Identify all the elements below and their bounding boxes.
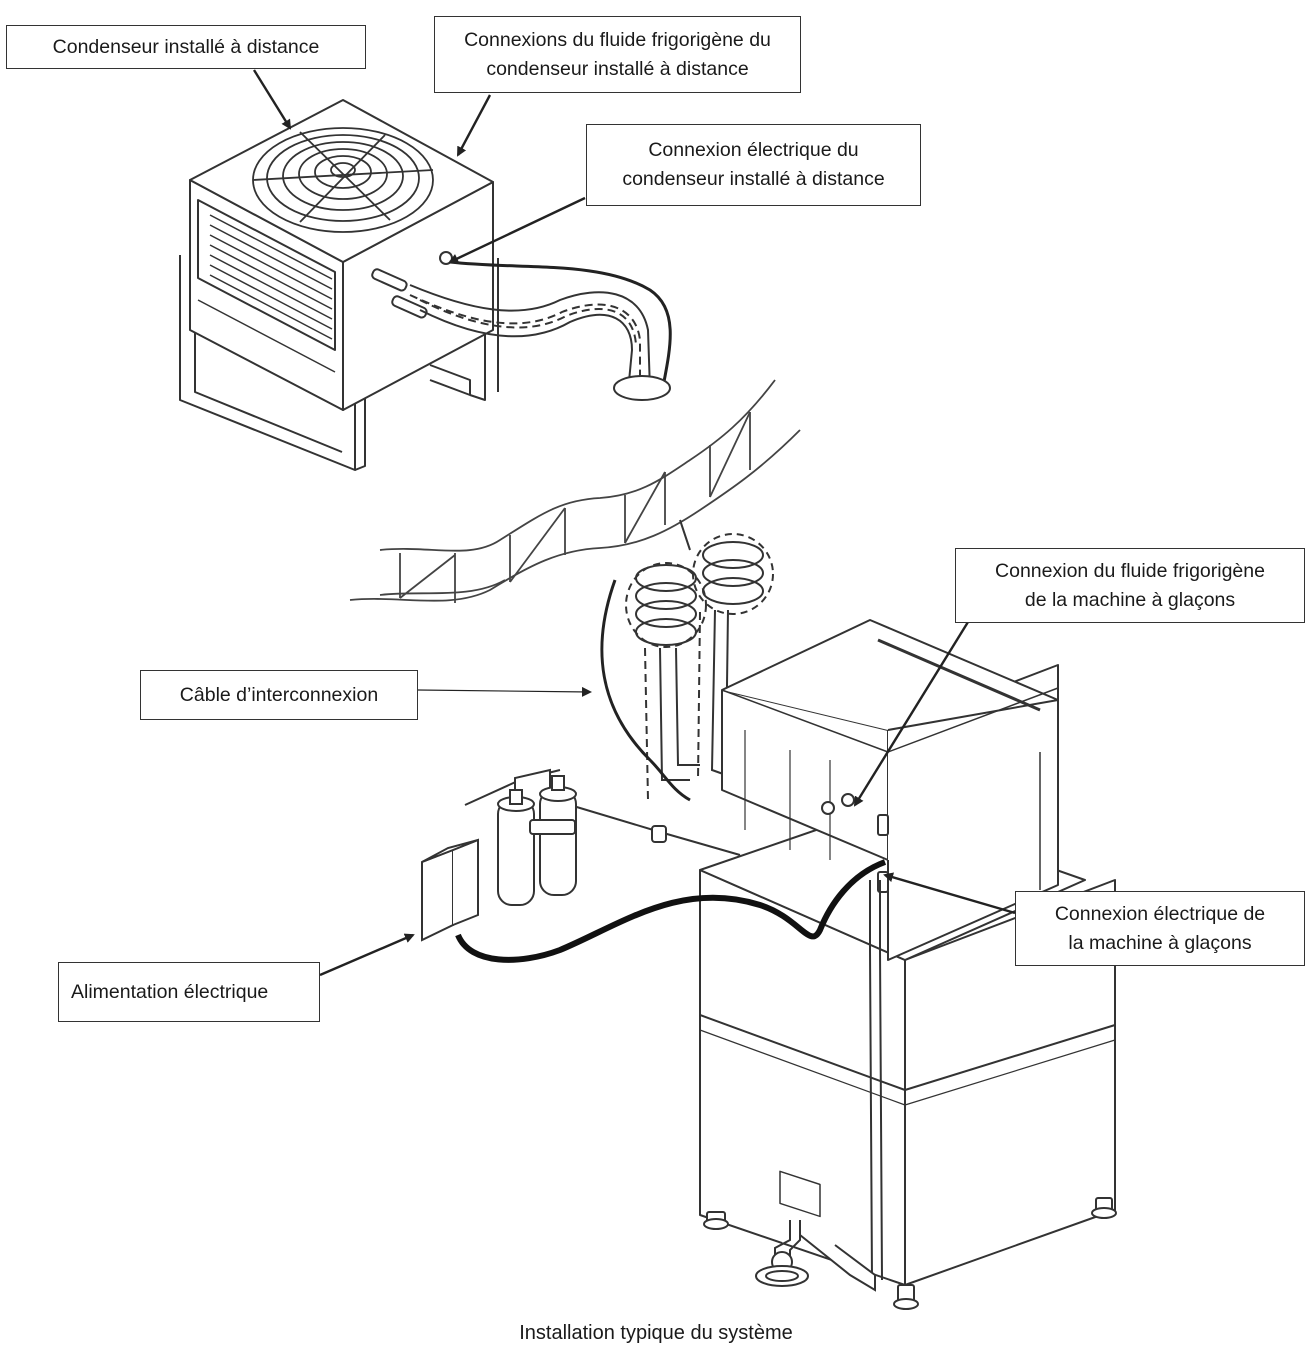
callout-remote-condenser: Condenseur installé à distance xyxy=(6,25,366,69)
figure-caption: Installation typique du système xyxy=(519,1322,793,1344)
arrow-condenser-refrigerant xyxy=(456,94,492,157)
callout-ice-machine-refrigerant-line1: Connexion du fluide frigorigène xyxy=(995,559,1265,582)
callout-ice-machine-refrigerant: Connexion du fluide frigorigène de la ma… xyxy=(955,548,1305,623)
callout-interconnect-cable-text: Câble d’interconnexion xyxy=(179,683,379,706)
interconnect-cable xyxy=(600,579,691,802)
arrow-ice-machine-refrigerant xyxy=(853,621,970,807)
callout-ice-machine-electrical-line1: Connexion électrique de xyxy=(1054,902,1266,925)
water-filters xyxy=(464,768,577,906)
callout-power-supply-text: Alimentation électrique xyxy=(71,980,269,1003)
remote-condenser-unit xyxy=(179,99,499,471)
callout-power-supply: Alimentation électrique xyxy=(58,962,320,1022)
condenser-electrical-cable xyxy=(449,260,672,393)
callout-condenser-electrical-line2: condenseur installé à distance xyxy=(622,168,885,190)
fan-guard xyxy=(252,127,434,233)
callout-ice-machine-electrical: Connexion électrique de la machine à gla… xyxy=(1015,891,1305,966)
callout-condenser-electrical-line1: Connexion électrique du xyxy=(648,139,859,161)
roof-truss xyxy=(349,379,801,603)
callout-condenser-electrical: Connexion électrique du condenseur insta… xyxy=(586,124,921,206)
arrow-condenser-electrical xyxy=(448,196,586,264)
power-supply-box xyxy=(421,838,479,942)
callout-condenser-refrigerant: Connexions du fluide frigorigène du cond… xyxy=(434,16,801,93)
arrow-ice-machine-electrical xyxy=(883,872,1016,915)
arrow-interconnect-cable xyxy=(417,686,592,697)
callout-ice-machine-refrigerant-line2: de la machine à glaçons xyxy=(1024,588,1236,611)
arrow-remote-condenser xyxy=(252,69,292,130)
callout-condenser-refrigerant-line2: condenseur installé à distance xyxy=(486,57,749,80)
condenser-refrigerant-fittings xyxy=(371,251,453,319)
roof-penetration xyxy=(613,375,671,401)
floor-drain xyxy=(755,1220,876,1292)
callout-interconnect-cable: Câble d’interconnexion xyxy=(140,670,418,720)
power-cable xyxy=(455,859,887,963)
callout-arrows xyxy=(252,69,1016,977)
condenser-refrigerant-lines xyxy=(409,284,651,393)
callout-remote-condenser-text: Condenseur installé à distance xyxy=(52,35,320,58)
callout-condenser-refrigerant-line1: Connexions du fluide frigorigène du xyxy=(464,28,771,51)
callout-ice-machine-electrical-line2: la machine à glaçons xyxy=(1068,931,1252,954)
arrow-power-supply xyxy=(319,933,415,977)
